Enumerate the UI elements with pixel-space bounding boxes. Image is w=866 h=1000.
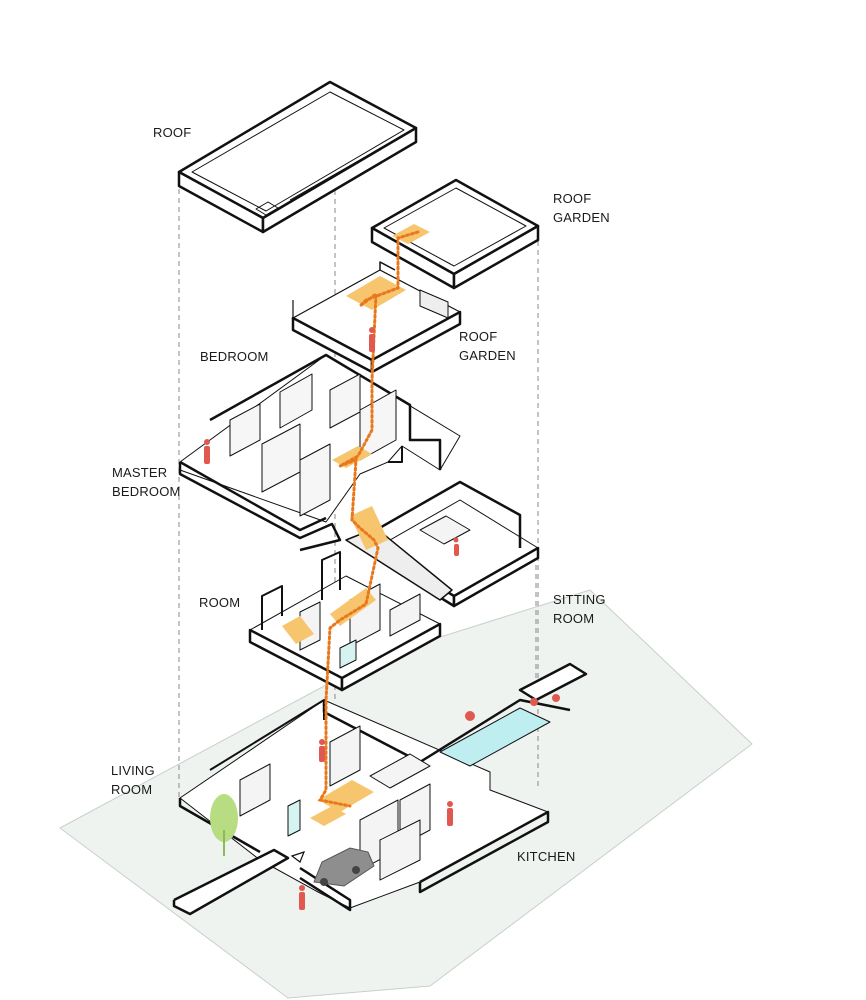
label-bedroom: BEDROOM bbox=[200, 349, 269, 364]
label-roof-garden-mid: ROOF GARDEN bbox=[459, 329, 516, 363]
label-kitchen: KITCHEN bbox=[517, 849, 576, 864]
person-icon bbox=[204, 439, 210, 464]
north-arrow-icon bbox=[290, 851, 306, 863]
label-roof-garden-top: ROOF GARDEN bbox=[553, 191, 610, 225]
label-room: ROOM bbox=[199, 595, 241, 610]
person-icon bbox=[319, 739, 325, 762]
stair-room bbox=[330, 588, 376, 626]
person-icon bbox=[453, 537, 459, 556]
bedroom-level bbox=[178, 353, 461, 552]
label-living-room: LIVING ROOM bbox=[111, 763, 155, 797]
room-level bbox=[248, 551, 442, 692]
stair-roof-garden bbox=[346, 276, 406, 310]
roof-slab bbox=[177, 80, 418, 234]
label-roof: ROOF bbox=[153, 125, 192, 140]
person-icon bbox=[447, 801, 453, 826]
ground-level bbox=[172, 662, 588, 916]
stair-bedroom bbox=[332, 446, 372, 468]
people bbox=[204, 327, 560, 910]
tree-icon bbox=[210, 794, 238, 856]
stair-living bbox=[318, 780, 374, 812]
circulation-path bbox=[317, 230, 420, 808]
label-sitting-room: SITTING ROOM bbox=[553, 592, 606, 626]
pool bbox=[439, 707, 551, 767]
label-master-bedroom: MASTER BEDROOM bbox=[112, 465, 181, 499]
person-icon bbox=[299, 885, 305, 910]
roof-garden-level bbox=[291, 261, 462, 374]
car-icon bbox=[313, 847, 375, 887]
chair-icon bbox=[465, 694, 560, 721]
stair-sitting bbox=[350, 506, 388, 550]
person-icon bbox=[369, 327, 375, 352]
